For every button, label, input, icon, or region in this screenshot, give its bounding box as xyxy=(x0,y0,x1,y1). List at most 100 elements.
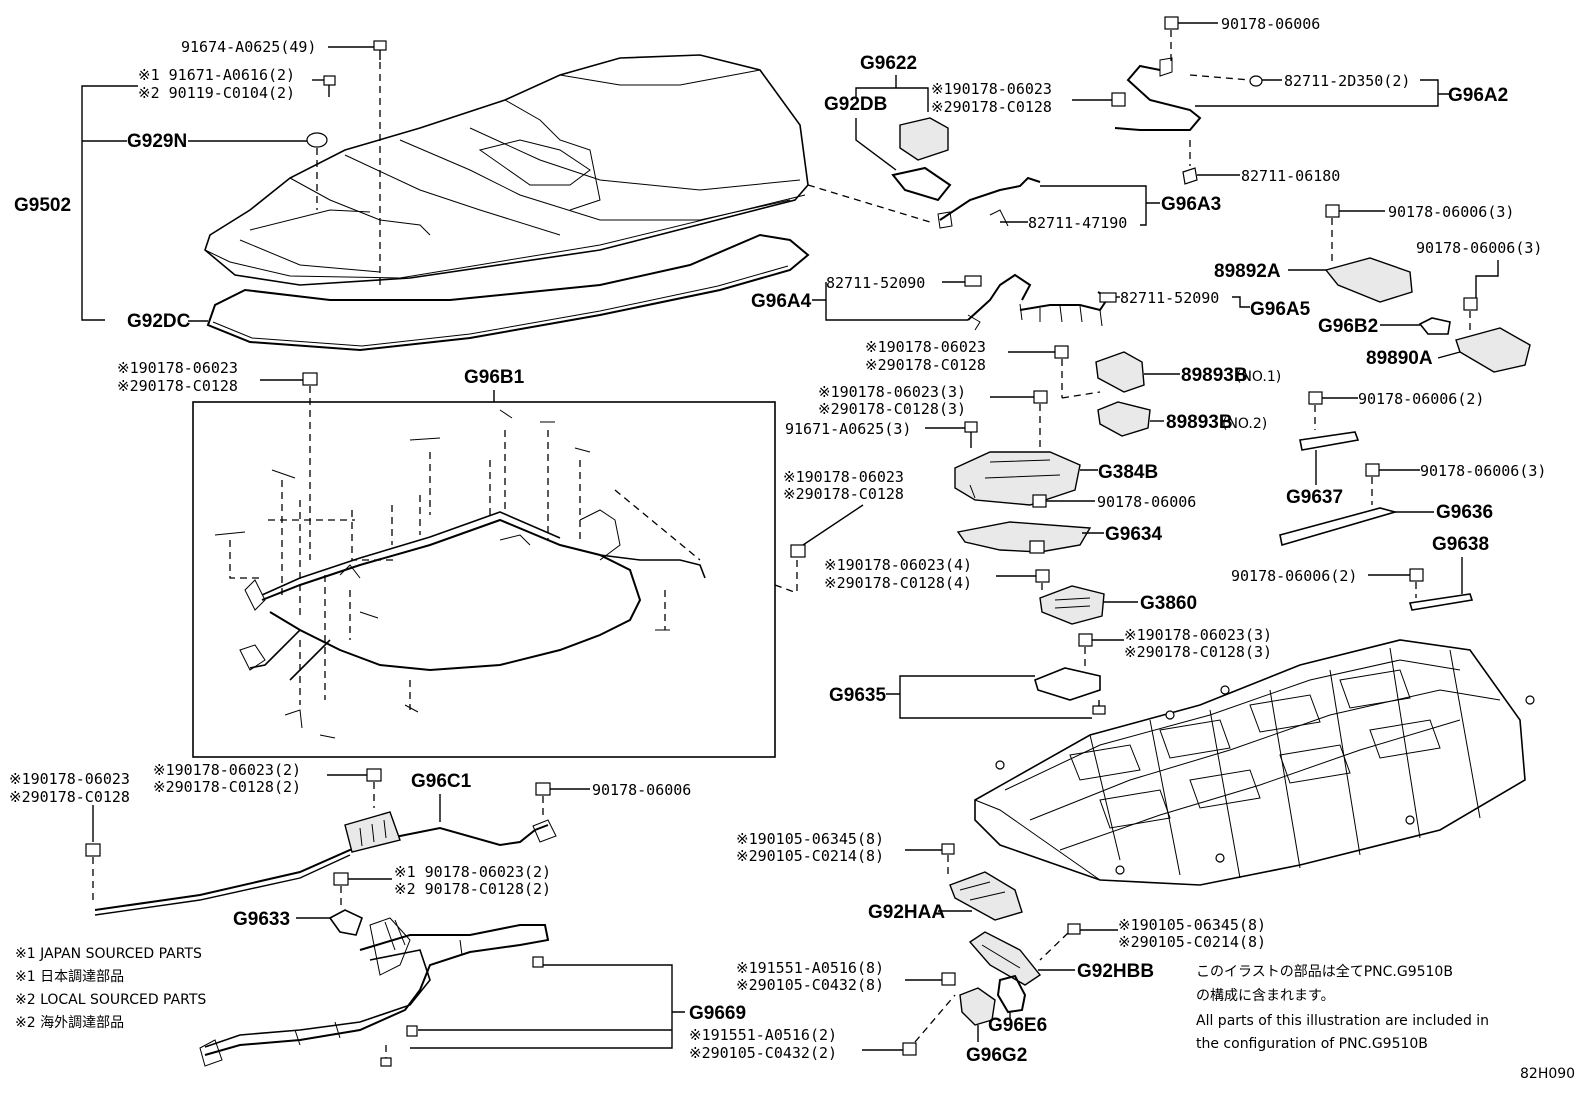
pnc-g96a4: G96A4 xyxy=(751,291,812,312)
wire-harness-g96c1-illustration xyxy=(94,824,549,911)
part-number-90178-06006-2a: 90178-06006(2) xyxy=(1358,390,1484,408)
note-g96e6-local: ※290105-C0432(8) xyxy=(736,976,884,994)
pnc-g3860: G3860 xyxy=(1140,593,1197,614)
diagram-id: 82H090 xyxy=(1520,1066,1575,1082)
gasket-g92db-illustration xyxy=(891,166,952,202)
note-g384b-japan: ※190178-06023(3) xyxy=(818,383,966,401)
pnc-g9635: G9635 xyxy=(829,685,886,706)
pnc-g384b: G384B xyxy=(1098,462,1158,483)
part-number-82711-52090-b: 82711-52090 xyxy=(1120,289,1219,307)
note-g9669-japan: ※191551-A0516(2) xyxy=(689,1026,837,1044)
ecu-89890a-illustration xyxy=(1455,327,1531,373)
bolt-icon xyxy=(941,972,956,986)
gasket-g96e6-illustration xyxy=(996,974,1027,1014)
bolt-icon xyxy=(941,843,955,855)
part-number-82711-2d350: 82711-2D350(2) xyxy=(1284,72,1410,90)
nut-icon xyxy=(790,544,806,558)
bracket-g9638-illustration xyxy=(1408,593,1474,611)
bracket-89893b-no1-illustration xyxy=(1095,351,1145,393)
nut-icon xyxy=(1111,92,1126,107)
note-g9633-local: ※2 90178-C0128(2) xyxy=(394,880,551,898)
note-g92haa-japan: ※190105-06345(8) xyxy=(736,830,884,848)
nut-icon xyxy=(1463,297,1478,311)
relay-block-illustration xyxy=(899,117,949,161)
pnc-g96g2: G96G2 xyxy=(966,1045,1027,1066)
battery-cover-illustration xyxy=(204,54,809,286)
pnc-g96b2: G96B2 xyxy=(1318,316,1378,337)
harness-group-box xyxy=(192,401,776,758)
nut-icon xyxy=(1409,568,1424,582)
nut-icon xyxy=(1325,204,1340,218)
note-c1-local: ※290178-C0128(2) xyxy=(153,778,301,796)
pnc-g96b1: G96B1 xyxy=(464,367,525,388)
junction-block-g384b-illustration xyxy=(954,451,1081,506)
note-g92db-japan: ※190178-06023 xyxy=(931,80,1052,98)
pnc-g9622: G9622 xyxy=(860,53,917,74)
nut-icon xyxy=(1078,633,1093,647)
note-g9635-japan: ※190178-06023(3) xyxy=(1124,626,1272,644)
wire-harness-g96a5-illustration xyxy=(1019,291,1110,312)
footnote-jp-line2: の構成に含まれます。 xyxy=(1196,988,1335,1004)
nut-icon xyxy=(1054,345,1069,359)
legend-japan-sourced-jp: ※1 日本調達部品 xyxy=(15,969,124,985)
legend-local-sourced: ※2 LOCAL SOURCED PARTS xyxy=(15,992,206,1008)
part-number-89893b-no1: 89893B xyxy=(1181,365,1248,386)
pnc-g92db: G92DB xyxy=(824,94,887,115)
clip-icon xyxy=(532,956,544,968)
note-g92hbb-local: ※290105-C0214(8) xyxy=(1118,933,1266,951)
part-number-90119-c0104: ※2 90119-C0104(2) xyxy=(138,84,295,102)
part-number-91674-a0625: 91674-A0625(49) xyxy=(181,38,316,56)
connector-icon xyxy=(1099,292,1117,303)
bolt-icon xyxy=(964,421,978,448)
clip-icon xyxy=(380,1057,392,1067)
note-c1-left-japan: ※190178-06023 xyxy=(9,770,130,788)
part-number-90178-06006-3b: 90178-06006(3) xyxy=(1416,239,1542,257)
note-g3860-local: ※290178-C0128(4) xyxy=(824,574,972,592)
ecu-89892a-illustration xyxy=(1324,257,1413,303)
pnc-g96a5: G96A5 xyxy=(1250,299,1311,320)
pnc-g9637: G9637 xyxy=(1286,487,1343,508)
relay-g3860-illustration xyxy=(1039,585,1105,625)
nut-icon xyxy=(535,782,551,796)
pnc-g92haa: G92HAA xyxy=(868,902,945,923)
pnc-g96a3: G96A3 xyxy=(1161,194,1221,215)
footnote-en-line1: All parts of this illustration are inclu… xyxy=(1196,1013,1489,1029)
note-c1-left-local: ※290178-C0128 xyxy=(9,788,130,806)
part-number-91671-a0616: ※1 91671-A0616(2) xyxy=(138,66,295,84)
part-number-90178-06006-3a: 90178-06006(3) xyxy=(1388,203,1514,221)
part-number-89893b-no2-note: (NO.2) xyxy=(1222,416,1267,432)
clip-icon xyxy=(406,1025,418,1037)
bracket-g96b2-illustration xyxy=(1418,317,1451,335)
bracket-g9635-illustration xyxy=(1034,667,1101,701)
note-left-local: ※290178-C0128 xyxy=(117,377,238,395)
part-number-89890a: 89890A xyxy=(1366,348,1433,369)
wire-harness-g96b1-illustration xyxy=(214,409,706,739)
part-number-90178-06006-top: 90178-06006 xyxy=(1221,15,1320,33)
legend-local-sourced-jp: ※2 海外調達部品 xyxy=(15,1015,124,1031)
note-box-japan: ※190178-06023 xyxy=(783,468,904,486)
nut-icon xyxy=(1033,390,1048,404)
nut-icon xyxy=(1365,463,1380,477)
gasket-g92dc-illustration xyxy=(206,233,810,352)
note-g92hbb-japan: ※190105-06345(8) xyxy=(1118,916,1266,934)
nut-icon xyxy=(1035,569,1050,583)
pnc-g9502: G9502 xyxy=(14,195,71,216)
note-c1-japan: ※190178-06023(2) xyxy=(153,761,301,779)
legend-japan-sourced: ※1 JAPAN SOURCED PARTS xyxy=(15,946,202,962)
nut-icon xyxy=(302,372,318,386)
part-number-82711-47190: 82711-47190 xyxy=(1028,214,1127,232)
bolt-icon xyxy=(323,75,336,97)
wire-harness-g96a2-illustration xyxy=(1114,64,1202,131)
bracket-g9634-illustration xyxy=(956,521,1092,553)
wire-harness-g96a4-illustration xyxy=(967,273,1032,321)
nut-icon xyxy=(1164,16,1179,30)
battery-pack-illustration xyxy=(974,639,1535,886)
note-g9633-japan: ※1 90178-06023(2) xyxy=(394,863,551,881)
pnc-g9634: G9634 xyxy=(1105,524,1162,545)
part-number-89892a: 89892A xyxy=(1214,261,1281,282)
connector-g96g2-illustration xyxy=(959,987,996,1026)
pnc-g92dc: G92DC xyxy=(127,311,191,332)
clip-icon xyxy=(1249,75,1263,87)
nut-icon xyxy=(1308,391,1323,405)
note-left-japan: ※190178-06023 xyxy=(117,359,238,377)
